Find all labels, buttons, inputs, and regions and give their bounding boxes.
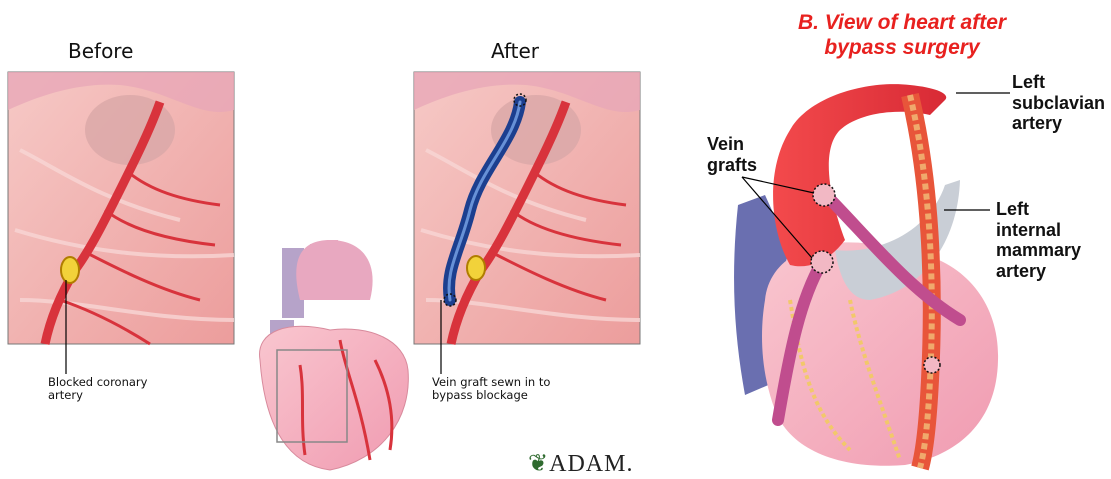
- adam-logo: ❦ADAM.: [528, 449, 633, 478]
- bypass-heart: [734, 84, 1010, 468]
- bypass-heart-graft-anastomosis-lower: [811, 251, 833, 273]
- bypass-heart-graft-anastomosis-upper: [813, 184, 835, 206]
- bypass-view-title: B. View of heart after bypass surgery: [752, 10, 1052, 60]
- bypass-heart-mammary-anastomosis: [924, 357, 940, 373]
- center-heart: [260, 240, 409, 470]
- adam-logo-text: ADAM.: [549, 451, 633, 477]
- before-caption: Blocked coronary artery: [48, 376, 147, 402]
- after-blockage-plaque: [467, 256, 485, 280]
- vein-grafts-label: Vein grafts: [707, 134, 757, 175]
- after-panel: [414, 72, 640, 374]
- before-title: Before: [68, 40, 133, 63]
- center-heart-body: [260, 326, 409, 470]
- before-panel: [8, 72, 234, 374]
- center-heart-aorta-branch-2: [330, 240, 338, 264]
- after-title: After: [491, 40, 539, 63]
- center-heart-aorta-branch-3: [348, 252, 356, 272]
- adam-logo-leaf-icon: ❦: [528, 451, 549, 477]
- left-subclavian-label: Left subclavian artery: [1012, 72, 1105, 134]
- before-blockage-plaque: [61, 257, 79, 283]
- left-internal-mammary-label: Left internal mammary artery: [996, 199, 1081, 282]
- after-caption: Vein graft sewn in to bypass blockage: [432, 376, 550, 402]
- center-heart-aorta-branch-1: [310, 244, 318, 266]
